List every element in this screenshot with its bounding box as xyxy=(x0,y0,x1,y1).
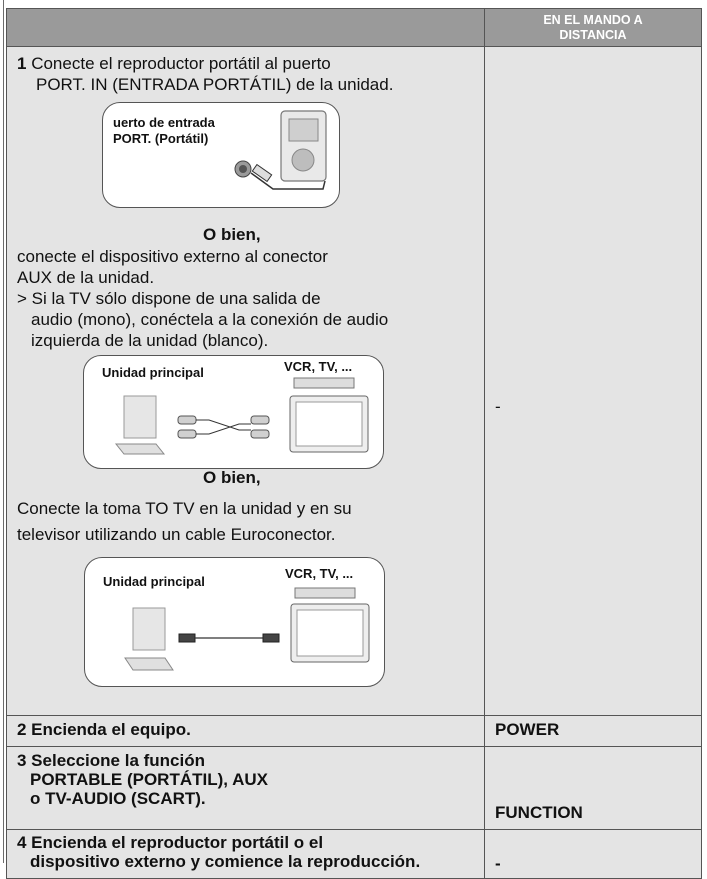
port-label-line2: PORT. (Portátil) xyxy=(113,131,209,146)
step1-line2: PORT. IN (ENTRADA PORTÁTIL) de la unidad… xyxy=(36,75,394,94)
step1-number: 1 xyxy=(17,54,27,73)
header-remote-line2: DISTANCIA xyxy=(559,28,627,42)
aux-line1: conecte el dispositivo externo al conect… xyxy=(17,247,328,266)
aux-connection-illustration: Unidad principal VCR, TV, ... xyxy=(83,355,384,469)
step1-line1: 1 Conecte el reproductor portátil al pue… xyxy=(17,53,331,74)
table-header-row: EN EL MANDO A DISTANCIA xyxy=(6,8,702,47)
port-label-line1: uerto de entrada xyxy=(113,115,215,130)
or-separator-1: O bien, xyxy=(203,225,261,244)
step4-text-cell: 4 Encienda el reproductor portátil o el … xyxy=(6,829,485,879)
step4-line2: dispositivo externo y comience la reprod… xyxy=(30,852,421,871)
step4-remote-value: - xyxy=(484,829,702,879)
step3-line3: o TV-AUDIO (SCART). xyxy=(30,789,206,808)
step1-remote-cell: - xyxy=(484,46,702,716)
step3-line1: 3 Seleccione la función xyxy=(17,751,206,770)
step2-row: 2 Encienda el equipo. POWER xyxy=(6,715,702,747)
scart-line2: televisor utilizando un cable Euroconect… xyxy=(17,525,336,544)
scart-connection-illustration: Unidad principal VCR, TV, ... xyxy=(84,557,385,687)
scart-line1: Conecte la toma TO TV en la unidad y en … xyxy=(17,499,352,518)
step3-line2: PORTABLE (PORTÁTIL), AUX xyxy=(30,770,268,789)
step3-text-cell: 3 Seleccione la función PORTABLE (PORTÁT… xyxy=(6,746,485,830)
note-line3: izquierda de la unidad (blanco). xyxy=(31,331,269,350)
instructions-table: EN EL MANDO A DISTANCIA 1 Conecte el rep… xyxy=(6,8,702,879)
page-left-rule xyxy=(3,0,4,863)
header-blank-cell xyxy=(6,8,485,47)
step2-text: 2 Encienda el equipo. xyxy=(6,715,485,747)
or-separator-2: O bien, xyxy=(203,468,261,487)
diagram3-left-label: Unidad principal xyxy=(103,574,205,589)
step3-remote-value: FUNCTION xyxy=(484,746,702,830)
note-line1: > Si la TV sólo dispone de una salida de xyxy=(17,289,321,308)
aux-cable-diagram-icon xyxy=(114,377,369,455)
diagram3-right-label: VCR, TV, ... xyxy=(285,566,354,581)
aux-line2: AUX de la unidad. xyxy=(17,268,155,287)
diagram2-left-label: Unidad principal xyxy=(102,365,204,380)
scart-cable-diagram-icon xyxy=(124,587,370,671)
step1-row: 1 Conecte el reproductor portátil al pue… xyxy=(6,46,702,716)
step1-instructions-cell: 1 Conecte el reproductor portátil al pue… xyxy=(6,46,485,716)
step1-line1-text: Conecte el reproductor portátil al puert… xyxy=(31,54,331,73)
step4-row: 4 Encienda el reproductor portátil o el … xyxy=(6,829,702,879)
portable-player-illustration: uerto de entrada PORT. (Portátil) xyxy=(102,102,340,208)
step2-remote-value: POWER xyxy=(484,715,702,747)
diagram2-right-label: VCR, TV, ... xyxy=(284,359,353,374)
header-remote-line1: EN EL MANDO A xyxy=(543,13,643,27)
note-line2: audio (mono), conéctela a la conexión de… xyxy=(31,310,389,329)
step1-remote-value: - xyxy=(495,397,501,416)
step4-line1: 4 Encienda el reproductor portátil o el xyxy=(17,833,324,852)
step3-row: 3 Seleccione la función PORTABLE (PORTÁT… xyxy=(6,746,702,830)
portable-player-icon xyxy=(234,110,327,190)
header-remote-cell: EN EL MANDO A DISTANCIA xyxy=(484,8,702,47)
